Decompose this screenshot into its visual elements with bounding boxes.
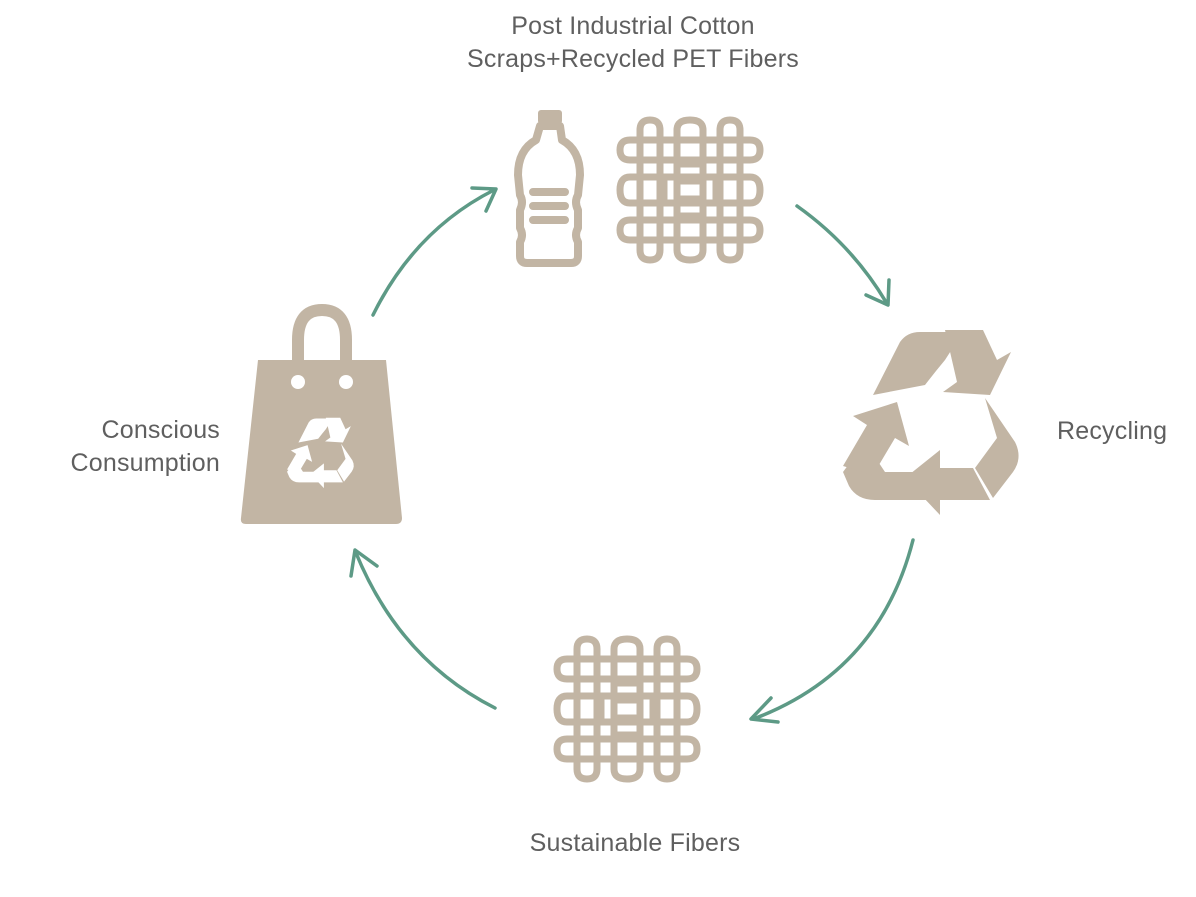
node-label-recycling: Recycling [1057,415,1167,448]
shopping-bag-recycle-icon [240,303,402,524]
node-label-line: Scraps+Recycled PET Fibers [467,45,799,73]
arrow-top-to-right [795,204,891,307]
arrow-bottom-to-left [349,548,497,710]
arrow-right-to-bottom [749,538,915,724]
node-label-line: Conscious [101,416,220,444]
woven-fabric-icon [620,120,760,260]
node-label-conscious-consumption: Conscious Consumption [20,414,220,480]
bottle-icon [514,110,584,267]
node-label-post-industrial: Post Industrial Cotton Scraps+Recycled P… [433,10,833,76]
node-label-line: Post Industrial Cotton [511,12,755,40]
node-label-sustainable-fibers: Sustainable Fibers [435,827,835,860]
node-label-line: Consumption [70,449,220,477]
woven-fabric-icon [557,639,697,779]
node-label-line: Recycling [1057,417,1168,445]
node-label-line: Sustainable Fibers [529,829,741,857]
recycle-icon [843,330,1019,515]
arrow-left-to-top [371,186,498,317]
